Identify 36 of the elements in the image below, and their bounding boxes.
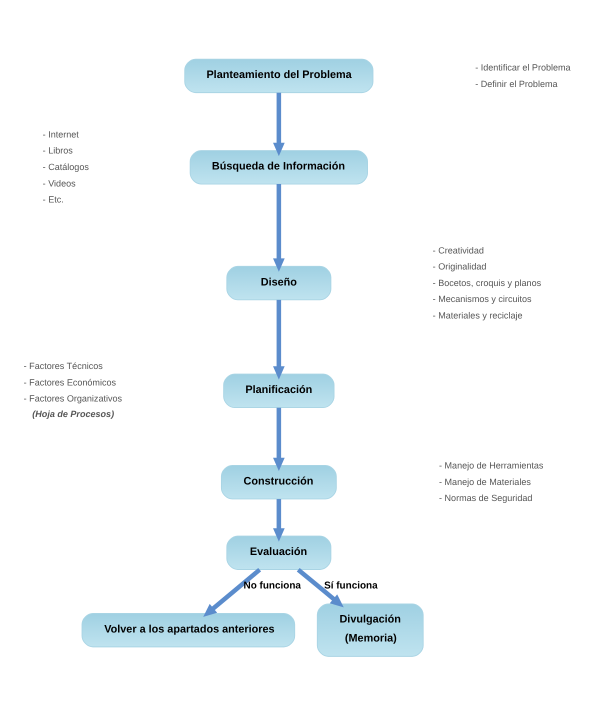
arrow: [296, 568, 344, 608]
node-label: - Etc.: [42, 194, 64, 205]
node-label: - Creatividad: [432, 245, 484, 256]
node-box: Divulgación (Memoria): [316, 603, 424, 657]
node-box: Planteamiento del Problema: [184, 58, 374, 94]
arrow: [203, 568, 262, 617]
node-label: - Mecanismos y circuitos: [432, 294, 532, 304]
node-label: - Catálogos: [42, 162, 89, 172]
node-label: - Videos: [42, 178, 76, 188]
node-label: - Normas de Seguridad: [439, 493, 532, 504]
node-box: Evaluación: [226, 536, 332, 570]
node-box: Búsqueda de Información: [190, 150, 368, 184]
node-label: - Identificar el Problema: [475, 62, 571, 72]
arrow: [273, 92, 285, 156]
node-label: - Bocetos, croquis y planos: [432, 278, 542, 288]
node-label: - Factores Técnicos: [24, 361, 103, 372]
arrow: [273, 300, 285, 380]
node-label: - Manejo de Materiales: [439, 476, 531, 487]
node-label: (Hoja de Procesos): [32, 409, 114, 420]
node-box: Diseño: [226, 266, 332, 300]
node-label: - Materiales y reciclaje: [432, 310, 523, 320]
node-box: Planificación: [223, 374, 334, 408]
node-box: Construcción: [220, 465, 337, 500]
arrow: [273, 408, 285, 472]
arrow: [273, 499, 285, 542]
node-label: - Factores Organizativos: [24, 394, 122, 404]
node-label: - Libros: [42, 146, 73, 156]
node-label: - Internet: [42, 129, 79, 140]
node-box: Volver a los apartados anteriores: [82, 612, 296, 648]
node-label: - Originalidad: [432, 262, 486, 272]
edge-label: No funciona: [244, 580, 301, 592]
edge-label: Sí funciona: [324, 580, 378, 592]
arrow: [273, 184, 285, 272]
node-label: - Factores Económicos: [24, 377, 116, 388]
node-label: - Manejo de Herramientas: [439, 460, 544, 471]
node-label: - Definir el Problema: [475, 78, 558, 89]
